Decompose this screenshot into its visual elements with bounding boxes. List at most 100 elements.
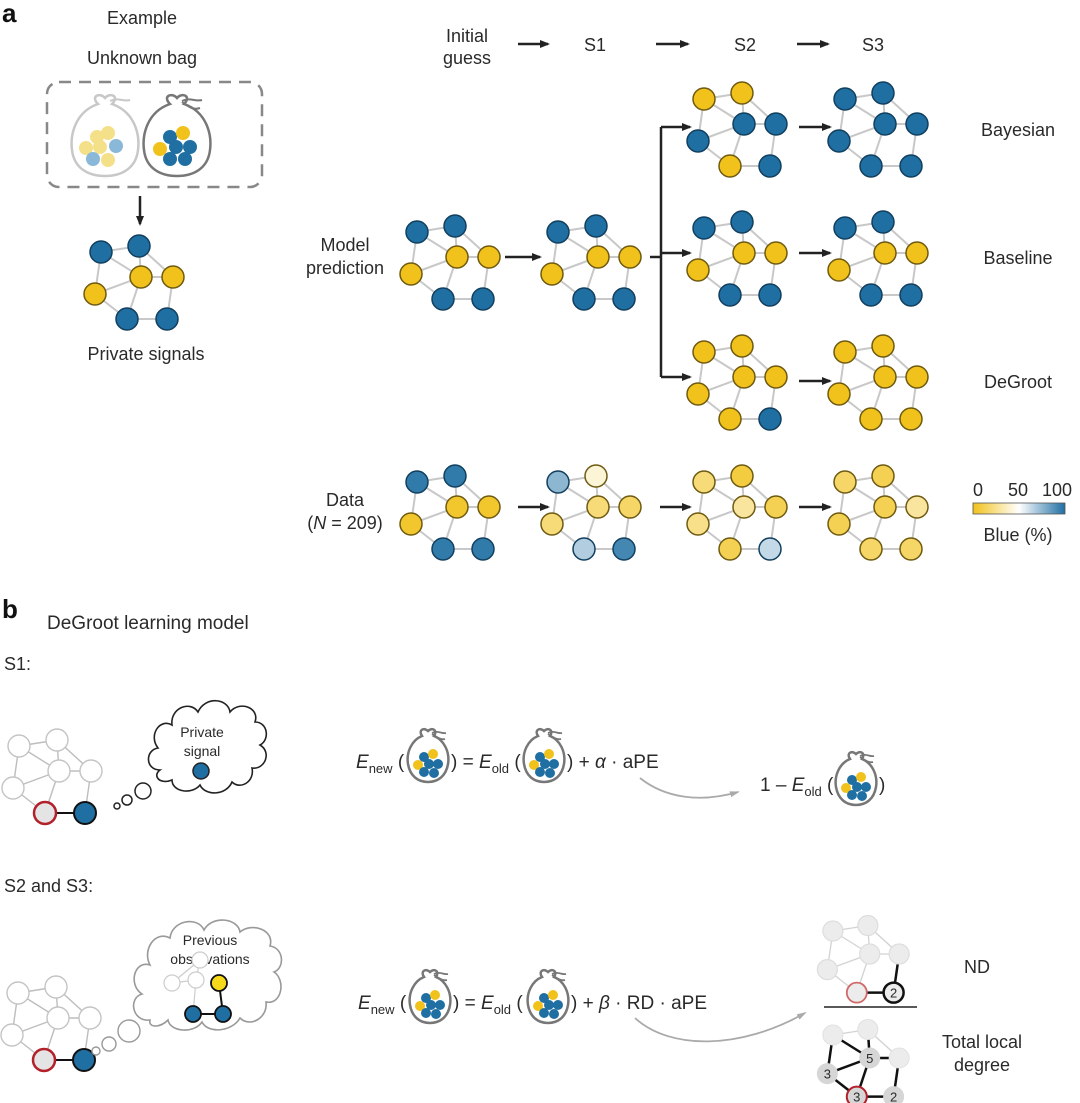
tld-label-2: degree	[954, 1055, 1010, 1075]
network-node	[618, 495, 642, 519]
network-node	[718, 154, 742, 178]
network-node	[540, 262, 564, 286]
network-node	[692, 216, 716, 240]
network-node	[431, 537, 455, 561]
network-node	[764, 112, 788, 136]
network-nd: 2	[816, 914, 910, 1004]
network-node	[883, 1086, 905, 1103]
network-node	[692, 340, 716, 364]
header-initial: Initial	[446, 26, 488, 46]
data-n-label: (N = 209)	[307, 513, 383, 533]
colorbar-label: Blue (%)	[983, 525, 1052, 545]
network-node	[686, 258, 710, 282]
network-data-s3	[827, 464, 929, 561]
network-node	[612, 537, 636, 561]
eq1-lhs: Enew (	[356, 752, 405, 776]
network-node	[399, 512, 423, 536]
network-node	[612, 287, 636, 311]
network-node	[899, 407, 923, 431]
network-node	[873, 112, 897, 136]
label-degroot: DeGroot	[984, 372, 1052, 392]
colorbar: 0 50 100 Blue (%)	[972, 480, 1072, 545]
network-node	[764, 365, 788, 389]
network-node	[873, 241, 897, 265]
network-node	[431, 287, 455, 311]
network-node	[686, 382, 710, 406]
network-node	[586, 495, 610, 519]
network-node	[115, 307, 139, 331]
network-node	[31, 1047, 57, 1073]
network-node	[471, 537, 495, 561]
network-node	[718, 407, 742, 431]
network-node	[905, 365, 929, 389]
network-node	[477, 245, 501, 269]
eq1-mid: ) = Eold (	[451, 752, 521, 776]
network-node	[44, 975, 68, 999]
private-signal-node	[192, 762, 210, 780]
network-node	[833, 340, 857, 364]
network-node	[127, 234, 151, 258]
network-node	[833, 470, 857, 494]
network-example-signals	[83, 234, 185, 331]
network-node	[758, 407, 782, 431]
example-title: Example	[107, 8, 177, 28]
network-model-s1	[540, 214, 642, 311]
cloud1-text-2: signal	[184, 743, 221, 759]
network-node	[405, 220, 429, 244]
dark-bag-icon	[142, 93, 212, 178]
network-node	[129, 265, 153, 289]
data-label: Data	[326, 490, 365, 510]
network-node	[859, 943, 881, 965]
network-node	[764, 241, 788, 265]
network-in-cloud	[163, 951, 232, 1023]
network-node	[73, 801, 97, 825]
network-node	[899, 154, 923, 178]
network-node-blue	[214, 1005, 232, 1023]
network-model-initial	[399, 214, 501, 311]
unknown-bag-box	[45, 80, 264, 189]
network-node	[905, 241, 929, 265]
nd-label: ND	[964, 957, 990, 977]
network-node	[899, 283, 923, 307]
network-node	[730, 210, 754, 234]
network-node	[618, 245, 642, 269]
eq2-lhs: Enew (	[358, 993, 407, 1017]
network-node	[405, 470, 429, 494]
unknown-bag-label: Unknown bag	[87, 48, 197, 68]
equation-s1: Enew ( ) = Eold ( ) + α · aPE	[356, 727, 659, 784]
network-node	[471, 287, 495, 311]
s2s3-label: S2 and S3:	[4, 876, 93, 896]
private-signals-label: Private signals	[87, 344, 204, 364]
network-node	[686, 512, 710, 536]
network-node	[827, 129, 851, 153]
network-node	[45, 728, 69, 752]
network-node	[764, 495, 788, 519]
equation-s1-result: 1 – Eold ( )	[760, 750, 885, 807]
network-node	[584, 214, 608, 238]
network-node	[888, 1047, 910, 1069]
network-node	[72, 1048, 96, 1072]
network-node	[83, 282, 107, 306]
tld-label-1: Total local	[942, 1032, 1022, 1052]
network-node	[871, 464, 895, 488]
network-node	[540, 512, 564, 536]
network-node	[445, 245, 469, 269]
network-node	[859, 407, 883, 431]
node-degree-label: 3	[853, 1090, 860, 1103]
thought-bubble-s1: Private signal	[113, 699, 268, 810]
network-node	[163, 974, 181, 992]
bag-icon-eq1-old	[522, 727, 566, 784]
network-node	[845, 981, 868, 1004]
network-node	[32, 800, 58, 826]
network-bayesian-s3	[827, 81, 929, 178]
cloud2-text-2: observations	[170, 951, 249, 967]
network-node	[7, 734, 31, 758]
network-node	[758, 154, 782, 178]
network-node	[857, 914, 879, 937]
panel-a-letter: a	[2, 0, 17, 28]
network-node	[78, 1006, 102, 1030]
network-node	[191, 951, 209, 969]
network-node	[873, 365, 897, 389]
